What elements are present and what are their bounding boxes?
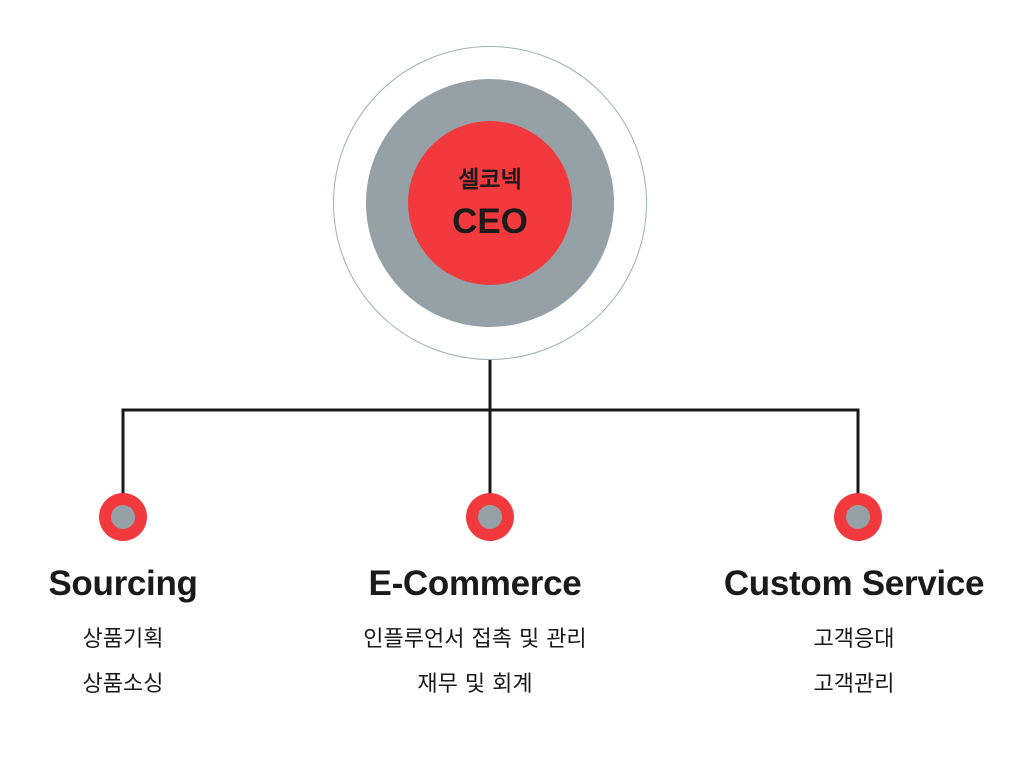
department-title: E-Commerce [368, 564, 582, 603]
department-role: 고객응대 [813, 627, 895, 652]
department-ecommerce: E-Commerce 인플루언서 접촉 및 관리 재무 및 회계 [305, 566, 645, 696]
node-custom-service [834, 493, 882, 541]
department-sourcing: Sourcing 상품기획 상품소싱 [0, 566, 293, 696]
department-role: 재무 및 회계 [417, 672, 533, 697]
department-role: 상품소싱 [82, 672, 164, 697]
department-custom-service: Custom Service 고객응대 고객관리 [684, 566, 1024, 696]
department-role: 고객관리 [813, 672, 895, 697]
department-role: 인플루언서 접촉 및 관리 [363, 627, 587, 652]
ceo-company-name: 셀코넥 [458, 167, 522, 193]
department-title: Custom Service [723, 564, 985, 603]
department-title: Sourcing [48, 564, 198, 603]
department-role: 상품기획 [82, 627, 164, 652]
node-ecommerce [466, 493, 514, 541]
ceo-node: 셀코넥 CEO [408, 121, 572, 285]
node-sourcing [99, 493, 147, 541]
ceo-title: CEO [452, 202, 528, 241]
